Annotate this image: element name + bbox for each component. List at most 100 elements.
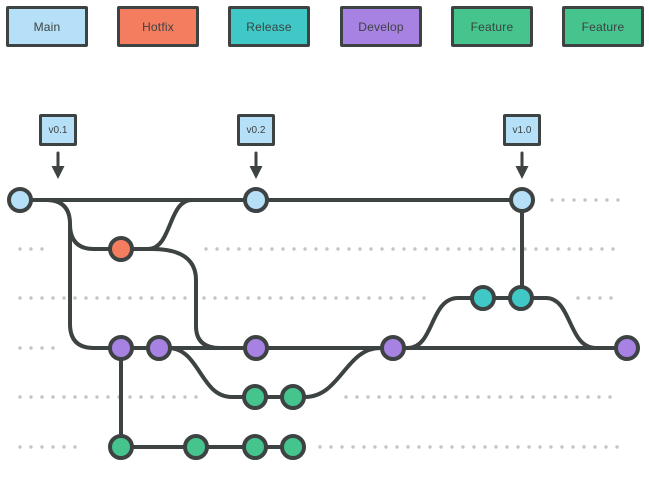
lane-dotted-line (29, 247, 33, 251)
lane-dotted-line (605, 198, 609, 202)
lane-dotted-line (534, 247, 538, 251)
legend-label: Feature (470, 19, 514, 34)
lane-dotted-line (428, 445, 432, 449)
lane-dotted-line (578, 247, 582, 251)
lane-dotted-line (479, 247, 483, 251)
lane-dotted-line (413, 247, 417, 251)
lane-dotted-line (597, 395, 601, 399)
lane-dotted-line (334, 296, 338, 300)
lane-dotted-line (410, 395, 414, 399)
lane-dotted-line (51, 395, 55, 399)
legend-item-feature-5: Feature (562, 6, 644, 47)
lane-dotted-line (432, 395, 436, 399)
lane-dotted-line (344, 395, 348, 399)
lane-dotted-line (615, 445, 619, 449)
commit-node-main (7, 187, 33, 213)
lane-dotted-line (380, 247, 384, 251)
lane-dotted-line (538, 445, 542, 449)
lane-dotted-line (582, 445, 586, 449)
lane-dotted-line (73, 445, 77, 449)
lane-dotted-line (62, 296, 66, 300)
lane-dotted-line (450, 445, 454, 449)
lane-dotted-line (139, 296, 143, 300)
lane-dotted-line (355, 395, 359, 399)
lane-dotted-line (523, 247, 527, 251)
commit-node-develop (380, 335, 406, 361)
lane-dotted-line (516, 445, 520, 449)
legend-item-develop-3: Develop (340, 6, 422, 47)
lane-dotted-line (391, 247, 395, 251)
legend-item-main-0: Main (6, 6, 88, 47)
legend-label: Develop (358, 19, 404, 34)
lane-dotted-line (411, 296, 415, 300)
lane-dotted-line (366, 395, 370, 399)
lane-dotted-line (18, 346, 22, 350)
lane-dotted-line (611, 247, 615, 251)
lane-dotted-line (571, 445, 575, 449)
lane-dotted-line (616, 198, 620, 202)
lane-dotted-line (40, 346, 44, 350)
legend-item-feature-4: Feature (451, 6, 533, 47)
lane-dotted-line (213, 296, 217, 300)
edge-hotfix-merge-main (146, 198, 194, 251)
lane-dotted-line (340, 445, 344, 449)
tag-label: v0.2 (246, 124, 266, 136)
lane-dotted-line (446, 247, 450, 251)
lane-dotted-line (468, 247, 472, 251)
lane-dotted-line (377, 395, 381, 399)
lane-dotted-line (583, 198, 587, 202)
lane-dotted-line (400, 296, 404, 300)
lane-dotted-line (575, 395, 579, 399)
lane-dotted-line (465, 395, 469, 399)
lane-dotted-line (51, 445, 55, 449)
lane-dotted-line (461, 445, 465, 449)
lane-dotted-line (388, 395, 392, 399)
lane-dotted-line (527, 445, 531, 449)
lane-dotted-line (384, 445, 388, 449)
lane-dotted-line (40, 445, 44, 449)
legend-label: Main (33, 19, 61, 34)
legend-label: Release (246, 19, 292, 34)
lane-dotted-line (549, 445, 553, 449)
lane-dotted-line (358, 247, 362, 251)
lane-dotted-line (550, 198, 554, 202)
lane-dotted-line (224, 296, 228, 300)
lane-dotted-line (248, 247, 252, 251)
commit-node-main (243, 187, 269, 213)
lane-dotted-line (301, 296, 305, 300)
lane-dotted-line (73, 395, 77, 399)
lane-dotted-line (498, 395, 502, 399)
lane-dotted-line (395, 445, 399, 449)
commit-node-develop (108, 335, 134, 361)
lane-dotted-line (494, 445, 498, 449)
lane-dotted-line (587, 296, 591, 300)
lane-dotted-line (572, 198, 576, 202)
lane-dotted-line (235, 296, 239, 300)
lane-dotted-line (586, 395, 590, 399)
lane-dotted-line (128, 395, 132, 399)
lane-dotted-line (435, 247, 439, 251)
lane-dotted-line (560, 445, 564, 449)
commit-node-release (470, 285, 496, 311)
lane-dotted-line (194, 395, 198, 399)
lane-dotted-line (204, 247, 208, 251)
lane-dotted-line (520, 395, 524, 399)
arrow-down-icon-head (249, 166, 263, 179)
lane-dotted-line (443, 395, 447, 399)
commit-node-develop (146, 335, 172, 361)
lane-dotted-line (51, 346, 55, 350)
lane-dotted-line (422, 296, 426, 300)
lane-dotted-line (84, 296, 88, 300)
lane-dotted-line (139, 395, 143, 399)
lane-dotted-line (351, 445, 355, 449)
lane-dotted-line (609, 296, 613, 300)
lane-dotted-line (161, 395, 165, 399)
lane-dotted-line (292, 247, 296, 251)
lane-dotted-line (29, 445, 33, 449)
lane-dotted-line (589, 247, 593, 251)
commit-node-main (509, 187, 535, 213)
lane-dotted-line (367, 296, 371, 300)
lane-dotted-line (421, 395, 425, 399)
commit-node-hotfix (108, 236, 134, 262)
